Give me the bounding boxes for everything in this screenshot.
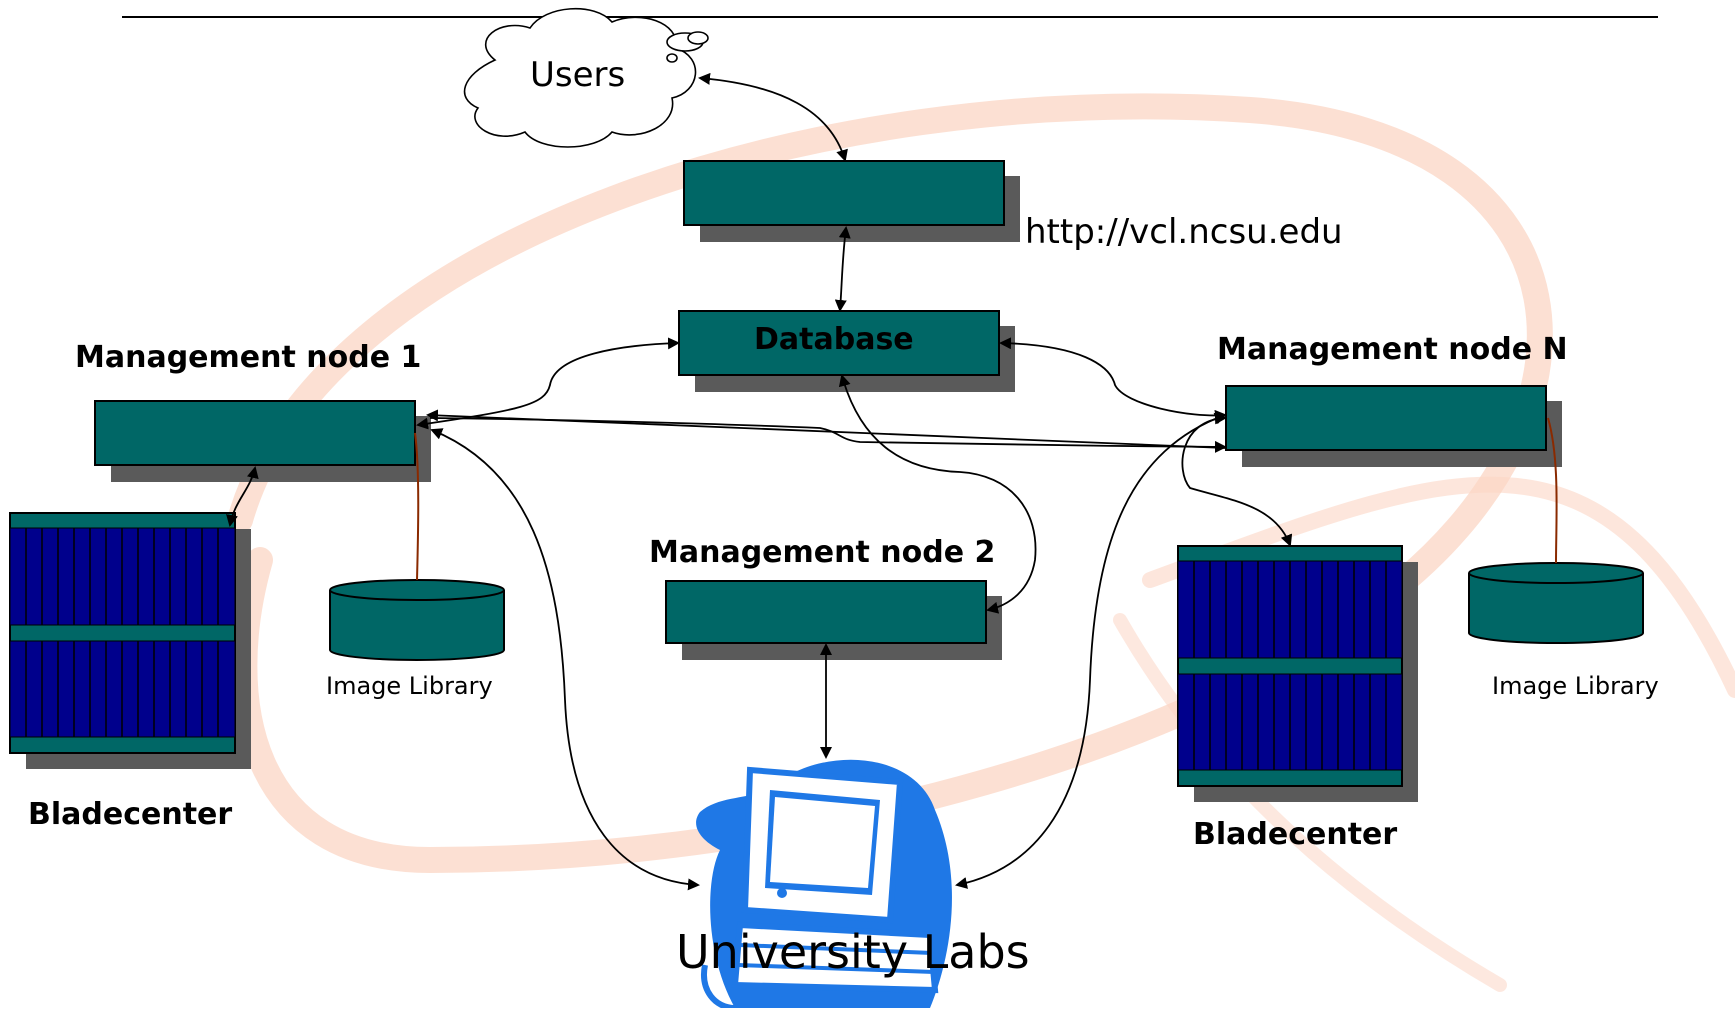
bladecenter-left-icon	[9, 512, 251, 769]
url-label: http://vcl.ncsu.edu	[1025, 212, 1343, 252]
university-labs-label: University Labs	[676, 925, 1030, 979]
library-link-left	[414, 432, 420, 581]
link-database-noden	[999, 337, 1227, 422]
image-library-right-icon	[1468, 562, 1644, 644]
web-server-box	[683, 160, 1020, 242]
bladecenter-left-label: Bladecenter	[28, 797, 233, 832]
image-library-right-label: Image Library	[1492, 672, 1659, 700]
connections	[226, 72, 1293, 891]
management-node-1-label: Management node 1	[75, 340, 422, 375]
link-node1-database	[416, 337, 680, 430]
management-node-n-box	[1225, 385, 1562, 467]
management-node-1-box	[94, 400, 431, 482]
database-label: Database	[754, 322, 914, 357]
image-library-left-icon	[329, 579, 505, 661]
image-library-left-label: Image Library	[326, 672, 493, 700]
management-node-2-box	[665, 580, 1002, 660]
users-label: Users	[530, 55, 626, 95]
link-database-node2	[838, 374, 1037, 614]
bladecenter-right-icon	[1177, 545, 1418, 802]
users-cloud-icon	[463, 7, 709, 148]
library-link-right	[1547, 417, 1558, 564]
management-node-n-label: Management node N	[1217, 332, 1568, 367]
link-web-database	[834, 226, 851, 312]
link-users-web	[698, 72, 848, 162]
management-node-2-label: Management node 2	[649, 535, 996, 570]
link-node1-labs	[430, 428, 700, 891]
bladecenter-right-label: Bladecenter	[1193, 817, 1398, 852]
computer-icon	[696, 759, 952, 1011]
link-node1-bladecenter	[226, 466, 259, 527]
link-noden-labs	[955, 412, 1227, 889]
